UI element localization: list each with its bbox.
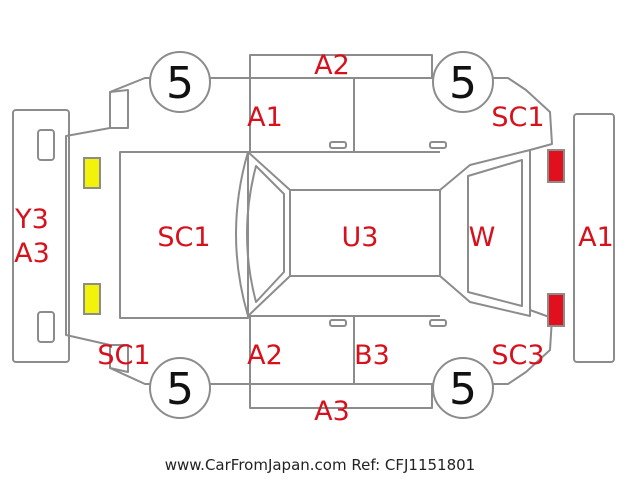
taillight-bottom-icon [547, 293, 565, 327]
door-handle-top-rear [429, 141, 447, 149]
code-top-rear-quarter: SC1 [491, 102, 544, 133]
tire-front-left-label: 5 [166, 58, 194, 109]
tire-front-right-label: 5 [449, 58, 477, 109]
car-outline [12, 54, 615, 409]
front-bumper-vent-bottom [37, 311, 55, 343]
code-bottom-rear-door: B3 [354, 340, 390, 371]
door-handle-top-front [329, 141, 347, 149]
code-bottom-front-door: A2 [247, 340, 283, 371]
code-hood: SC1 [157, 222, 210, 253]
code-roof: U3 [342, 222, 379, 253]
code-front-bumper: Y3 [14, 204, 49, 235]
code-bottom-panel: A3 [314, 396, 350, 427]
tire-front-left-icon: 5 [149, 51, 211, 113]
headlight-top-icon [83, 157, 101, 189]
code-bottom-rear-quarter: SC3 [491, 340, 544, 371]
footer-reference: www.CarFromJapan.com Ref: CFJ1151801 [164, 456, 476, 474]
code-top-panel: A2 [314, 50, 350, 81]
code-rear-bumper: A1 [578, 222, 614, 253]
rear-window-inner [467, 159, 523, 307]
tire-rear-left-icon: 5 [149, 357, 211, 419]
tire-rear-right-icon: 5 [432, 357, 494, 419]
code-windshield: W [469, 222, 496, 253]
headlight-bottom-icon [83, 283, 101, 315]
front-bumper-vent-top [37, 129, 55, 161]
windshield-inner [246, 165, 285, 303]
code-front-bumper-2: A3 [14, 238, 50, 269]
tire-rear-left-label: 5 [166, 364, 194, 415]
mirror-bottom [109, 344, 129, 373]
tire-front-right-icon: 5 [432, 51, 494, 113]
code-bottom-front-fender: SC1 [97, 340, 150, 371]
front-bumper-shape [12, 109, 70, 363]
code-top-front-door: A1 [247, 102, 283, 133]
rear-bumper-shape [573, 113, 615, 363]
door-handle-bottom-front [329, 319, 347, 327]
tire-rear-right-label: 5 [449, 364, 477, 415]
windshield-shape [235, 151, 291, 317]
taillight-top-icon [547, 149, 565, 183]
mirror-top [109, 89, 129, 129]
door-handle-bottom-rear [429, 319, 447, 327]
rear-window-shape [439, 149, 531, 317]
